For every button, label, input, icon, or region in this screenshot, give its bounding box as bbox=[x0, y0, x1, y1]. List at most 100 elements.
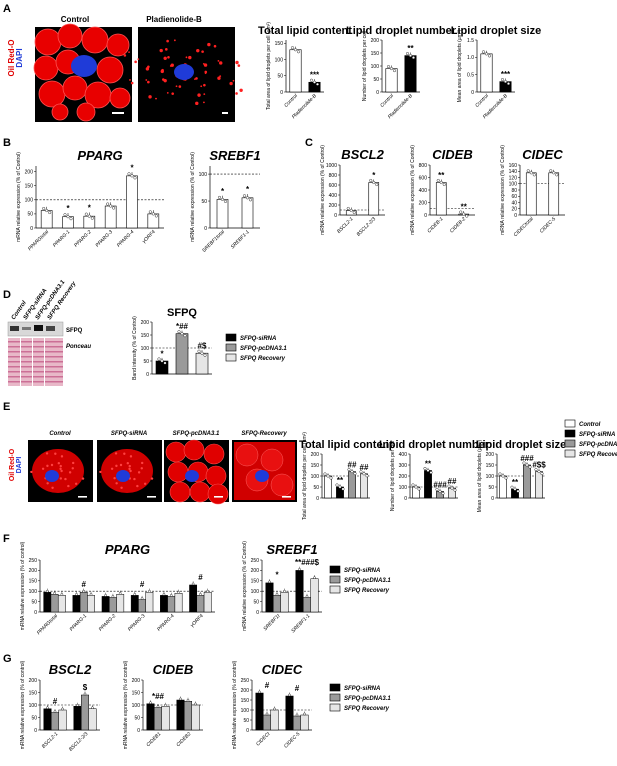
chart-f-pparg-point-4-2 bbox=[177, 590, 180, 594]
ponceau-band bbox=[8, 356, 63, 358]
chart-a-3-bar-1-point bbox=[501, 78, 505, 82]
chart-e-1-tick-1: 50 bbox=[313, 485, 319, 491]
img-title-e-1: SFPQ-siRNA bbox=[111, 431, 147, 437]
chart-c-cidec-bar-0-point bbox=[532, 173, 536, 177]
chart-f-pparg-point-4-0 bbox=[162, 593, 166, 596]
chart-g-cidec-bar-0-2 bbox=[270, 709, 279, 731]
lipid-speck bbox=[203, 93, 206, 96]
chart-a-1-tick-3: 150 bbox=[275, 41, 284, 47]
chart-c-cideb-tick-3: 600 bbox=[419, 175, 428, 181]
chart-c-cidec-tick-7: 140 bbox=[509, 169, 518, 175]
chart-f-pparg-point-4-1 bbox=[169, 594, 173, 597]
legend-f-swatch-2 bbox=[329, 585, 341, 594]
legend-e-label-1: SFPQ-siRNA bbox=[579, 432, 615, 438]
chart-f-srebf1-tick-0: 0 bbox=[256, 610, 259, 616]
lipid-speck bbox=[166, 91, 169, 94]
lipid-droplet bbox=[81, 26, 109, 54]
chart-f-srebf1-bar-0-2 bbox=[280, 591, 289, 613]
legend-g-swatch-1 bbox=[329, 693, 341, 702]
chart-g-cideb-point-0-2 bbox=[164, 703, 167, 707]
chart-a-3-tick-0: 0 bbox=[471, 90, 474, 96]
blot-label-ponceau: Ponceau bbox=[66, 344, 91, 350]
chart-b-pparg-title: PPARG bbox=[77, 148, 122, 163]
chart-a-2-title: Lipid droplet number bbox=[346, 25, 457, 37]
chart-f-pparg-point-2-1 bbox=[111, 595, 115, 598]
chart-b-srebf1-category-1: SREBF1-1 bbox=[230, 229, 251, 250]
lipid-speck bbox=[202, 62, 205, 65]
chart-c-cidec-bar-1-point bbox=[555, 173, 559, 177]
chart-a-1-title: Total lipid content bbox=[258, 25, 352, 37]
legend-g-swatch-0 bbox=[329, 683, 341, 692]
chart-b-pparg-bar-4-point bbox=[127, 172, 131, 176]
chart-c-cideb-tick-1: 200 bbox=[419, 200, 428, 206]
chart-a-3-title: Lipid droplet size bbox=[451, 25, 541, 37]
lane-divider bbox=[32, 338, 33, 386]
chart-b-pparg-category-1: PPARG-1 bbox=[52, 229, 72, 249]
chart-f-pparg-category-3: PPARG-3 bbox=[127, 613, 147, 633]
lipid-speck bbox=[134, 60, 137, 64]
panel-label-f: F bbox=[3, 533, 10, 545]
chart-e-1-sig-3: ## bbox=[360, 463, 369, 472]
legend-e-swatch-3 bbox=[564, 449, 576, 458]
chart-e-3-bar-3-point bbox=[540, 472, 544, 476]
chart-a-2-ylabel: Number of lipid droplets per cell bbox=[362, 31, 368, 101]
chart-f-srebf1-tick-1: 50 bbox=[253, 599, 259, 605]
lipid-speck bbox=[203, 101, 205, 104]
chart-f-pparg-bar-3-2 bbox=[145, 591, 154, 613]
ponceau-band bbox=[8, 351, 63, 353]
chart-b-srebf1-bar-1-point bbox=[245, 196, 249, 200]
chart-g-cideb-point-1-0 bbox=[179, 697, 182, 701]
ponceau-band bbox=[8, 341, 63, 343]
chart-e-1-bar-0-point bbox=[329, 476, 333, 480]
chart-f-srebf1-bar-1-2 bbox=[310, 578, 319, 613]
chart-a-1-sig-1: *** bbox=[310, 71, 320, 80]
chart-g-bscl2-bar-0-0 bbox=[43, 708, 52, 731]
chart-c-cidec-tick-0: 0 bbox=[514, 213, 517, 219]
chart-f-srebf1-sig-1: **###$ bbox=[295, 558, 320, 567]
legend-d-swatch-2 bbox=[225, 353, 237, 362]
lipid-speck bbox=[163, 78, 167, 83]
chart-f-pparg-point-0-1 bbox=[53, 592, 56, 595]
chart-a-1-bar-1-point bbox=[316, 82, 320, 86]
ponceau-band bbox=[8, 381, 63, 383]
chart-f-pparg-tick-2: 100 bbox=[29, 589, 38, 595]
chart-a-2-bar-0-point bbox=[390, 67, 394, 71]
legend-f-swatch-1 bbox=[329, 575, 341, 584]
chart-e-3-bar-0-point bbox=[504, 476, 508, 480]
panel-label-b: B bbox=[3, 137, 11, 149]
chart-g-bscl2-tick-2: 100 bbox=[29, 703, 38, 709]
lipid-droplet bbox=[76, 102, 96, 122]
chart-a-2-bar-1-point bbox=[406, 52, 410, 56]
chart-f-pparg-tick-1: 50 bbox=[31, 599, 37, 605]
chart-f-srebf1-tick-4: 200 bbox=[251, 568, 260, 574]
chart-f-pparg-bar-5-0 bbox=[189, 584, 198, 613]
chart-f-srebf1-tick-5: 250 bbox=[251, 558, 260, 564]
chart-b-pparg-bar-2-point bbox=[84, 212, 88, 216]
chart-b-pparg-bar-5-point bbox=[148, 210, 152, 214]
chart-g-cideb-point-0-1 bbox=[156, 705, 160, 708]
chart-g-cideb-tick-3: 150 bbox=[132, 690, 141, 696]
chart-a-2-bar-0-point bbox=[387, 65, 391, 69]
chart-e-2-ylabel: Number of lipid droplets per cell bbox=[390, 441, 396, 511]
chart-f-pparg-bar-0-0 bbox=[43, 591, 52, 613]
western-blot: Control SFPQ-siRNA SFPQ-pcDNA3.1 SFPQ Re… bbox=[7, 279, 91, 386]
lipid-speck bbox=[128, 51, 130, 53]
chart-e-2-bar-2-point bbox=[441, 491, 445, 495]
chart-c-cidec-ylabel: mRNA relative expression (% of Control) bbox=[500, 145, 506, 235]
chart-b-pparg-category-0: PPARGtotal bbox=[27, 229, 51, 253]
chart-c-cidec-bar-1-point bbox=[549, 169, 553, 173]
chart-g-bscl2-point-0-0 bbox=[46, 706, 49, 710]
chart-c-cidec-bar-0 bbox=[525, 172, 537, 216]
chart-g-cideb-tick-4: 200 bbox=[132, 678, 141, 684]
lipid-speck bbox=[169, 65, 172, 67]
chart-g-bscl2-ylabel: mRNA relative expression (% of control) bbox=[20, 660, 26, 749]
chart-e-2-bar-2-point bbox=[438, 489, 442, 493]
chart-g-cidec-bar-0-1 bbox=[263, 714, 271, 731]
chart-g-cidec-tick-2: 100 bbox=[241, 708, 250, 714]
chart-e-1-bar-2 bbox=[348, 471, 356, 499]
chart-c-cidec-tick-6: 120 bbox=[509, 175, 518, 181]
